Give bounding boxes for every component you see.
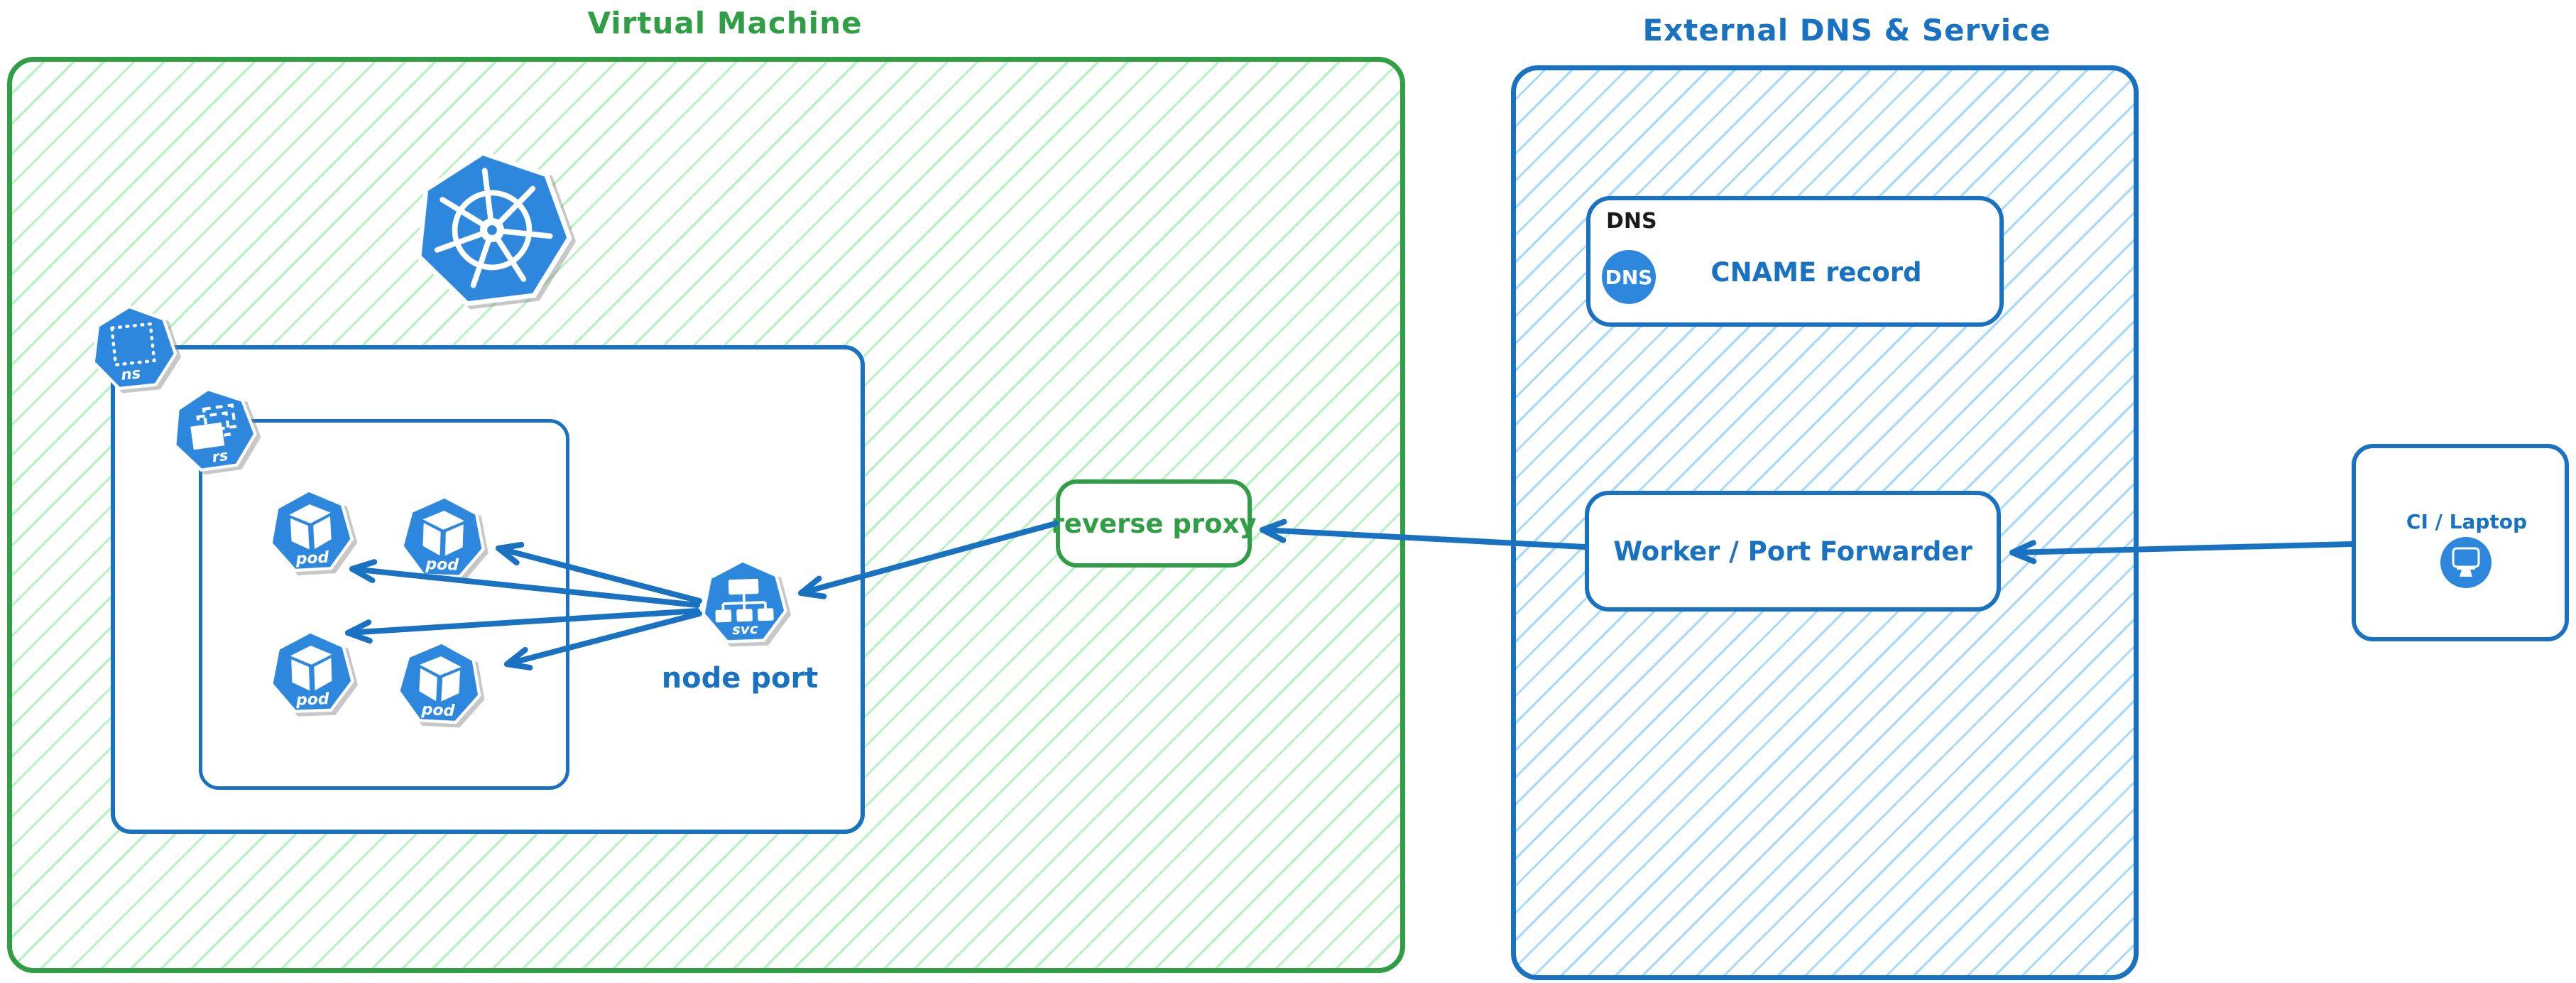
pod-icon: pod xyxy=(400,495,485,578)
worker-port-forwarder-label: Worker / Port Forwarder xyxy=(1613,536,1972,567)
reverse-proxy-label: reverse proxy xyxy=(1051,508,1257,539)
dns-tag-label: DNS xyxy=(1606,209,1657,234)
pod-icon: pod xyxy=(270,630,354,713)
pod-icon-label: pod xyxy=(420,701,455,720)
pod-icon-label: pod xyxy=(425,555,459,575)
pod-icon: pod xyxy=(269,489,354,572)
replicaset-box xyxy=(199,419,569,790)
dns-record-box xyxy=(1586,196,2004,327)
service-node-port-icon: svc xyxy=(702,559,787,643)
replicaset-icon: rs xyxy=(173,387,257,472)
dns-badge-icon: DNS xyxy=(1602,250,1656,304)
service-icon-label: svc xyxy=(732,621,759,638)
worker-port-forwarder-box: Worker / Port Forwarder xyxy=(1585,491,2001,612)
virtual-machine-title: Virtual Machine xyxy=(587,6,863,40)
node-port-label: node port xyxy=(661,662,819,695)
kubernetes-logo-icon xyxy=(416,150,572,307)
namespace-icon: ns xyxy=(92,305,178,391)
pod-icon: pod xyxy=(396,641,481,724)
namespace-icon-label: ns xyxy=(120,364,141,384)
cname-record-label: CNAME record xyxy=(1710,257,1922,288)
external-dns-service-title: External DNS & Service xyxy=(1642,13,2051,48)
reverse-proxy-box: reverse proxy xyxy=(1052,479,1256,567)
monitor-icon xyxy=(2440,537,2492,588)
replicaset-icon-label: rs xyxy=(211,447,229,466)
ci-laptop-label: CI / Laptop xyxy=(2406,510,2528,533)
pod-icon-label: pod xyxy=(295,549,329,568)
pod-icon-label: pod xyxy=(295,690,330,710)
